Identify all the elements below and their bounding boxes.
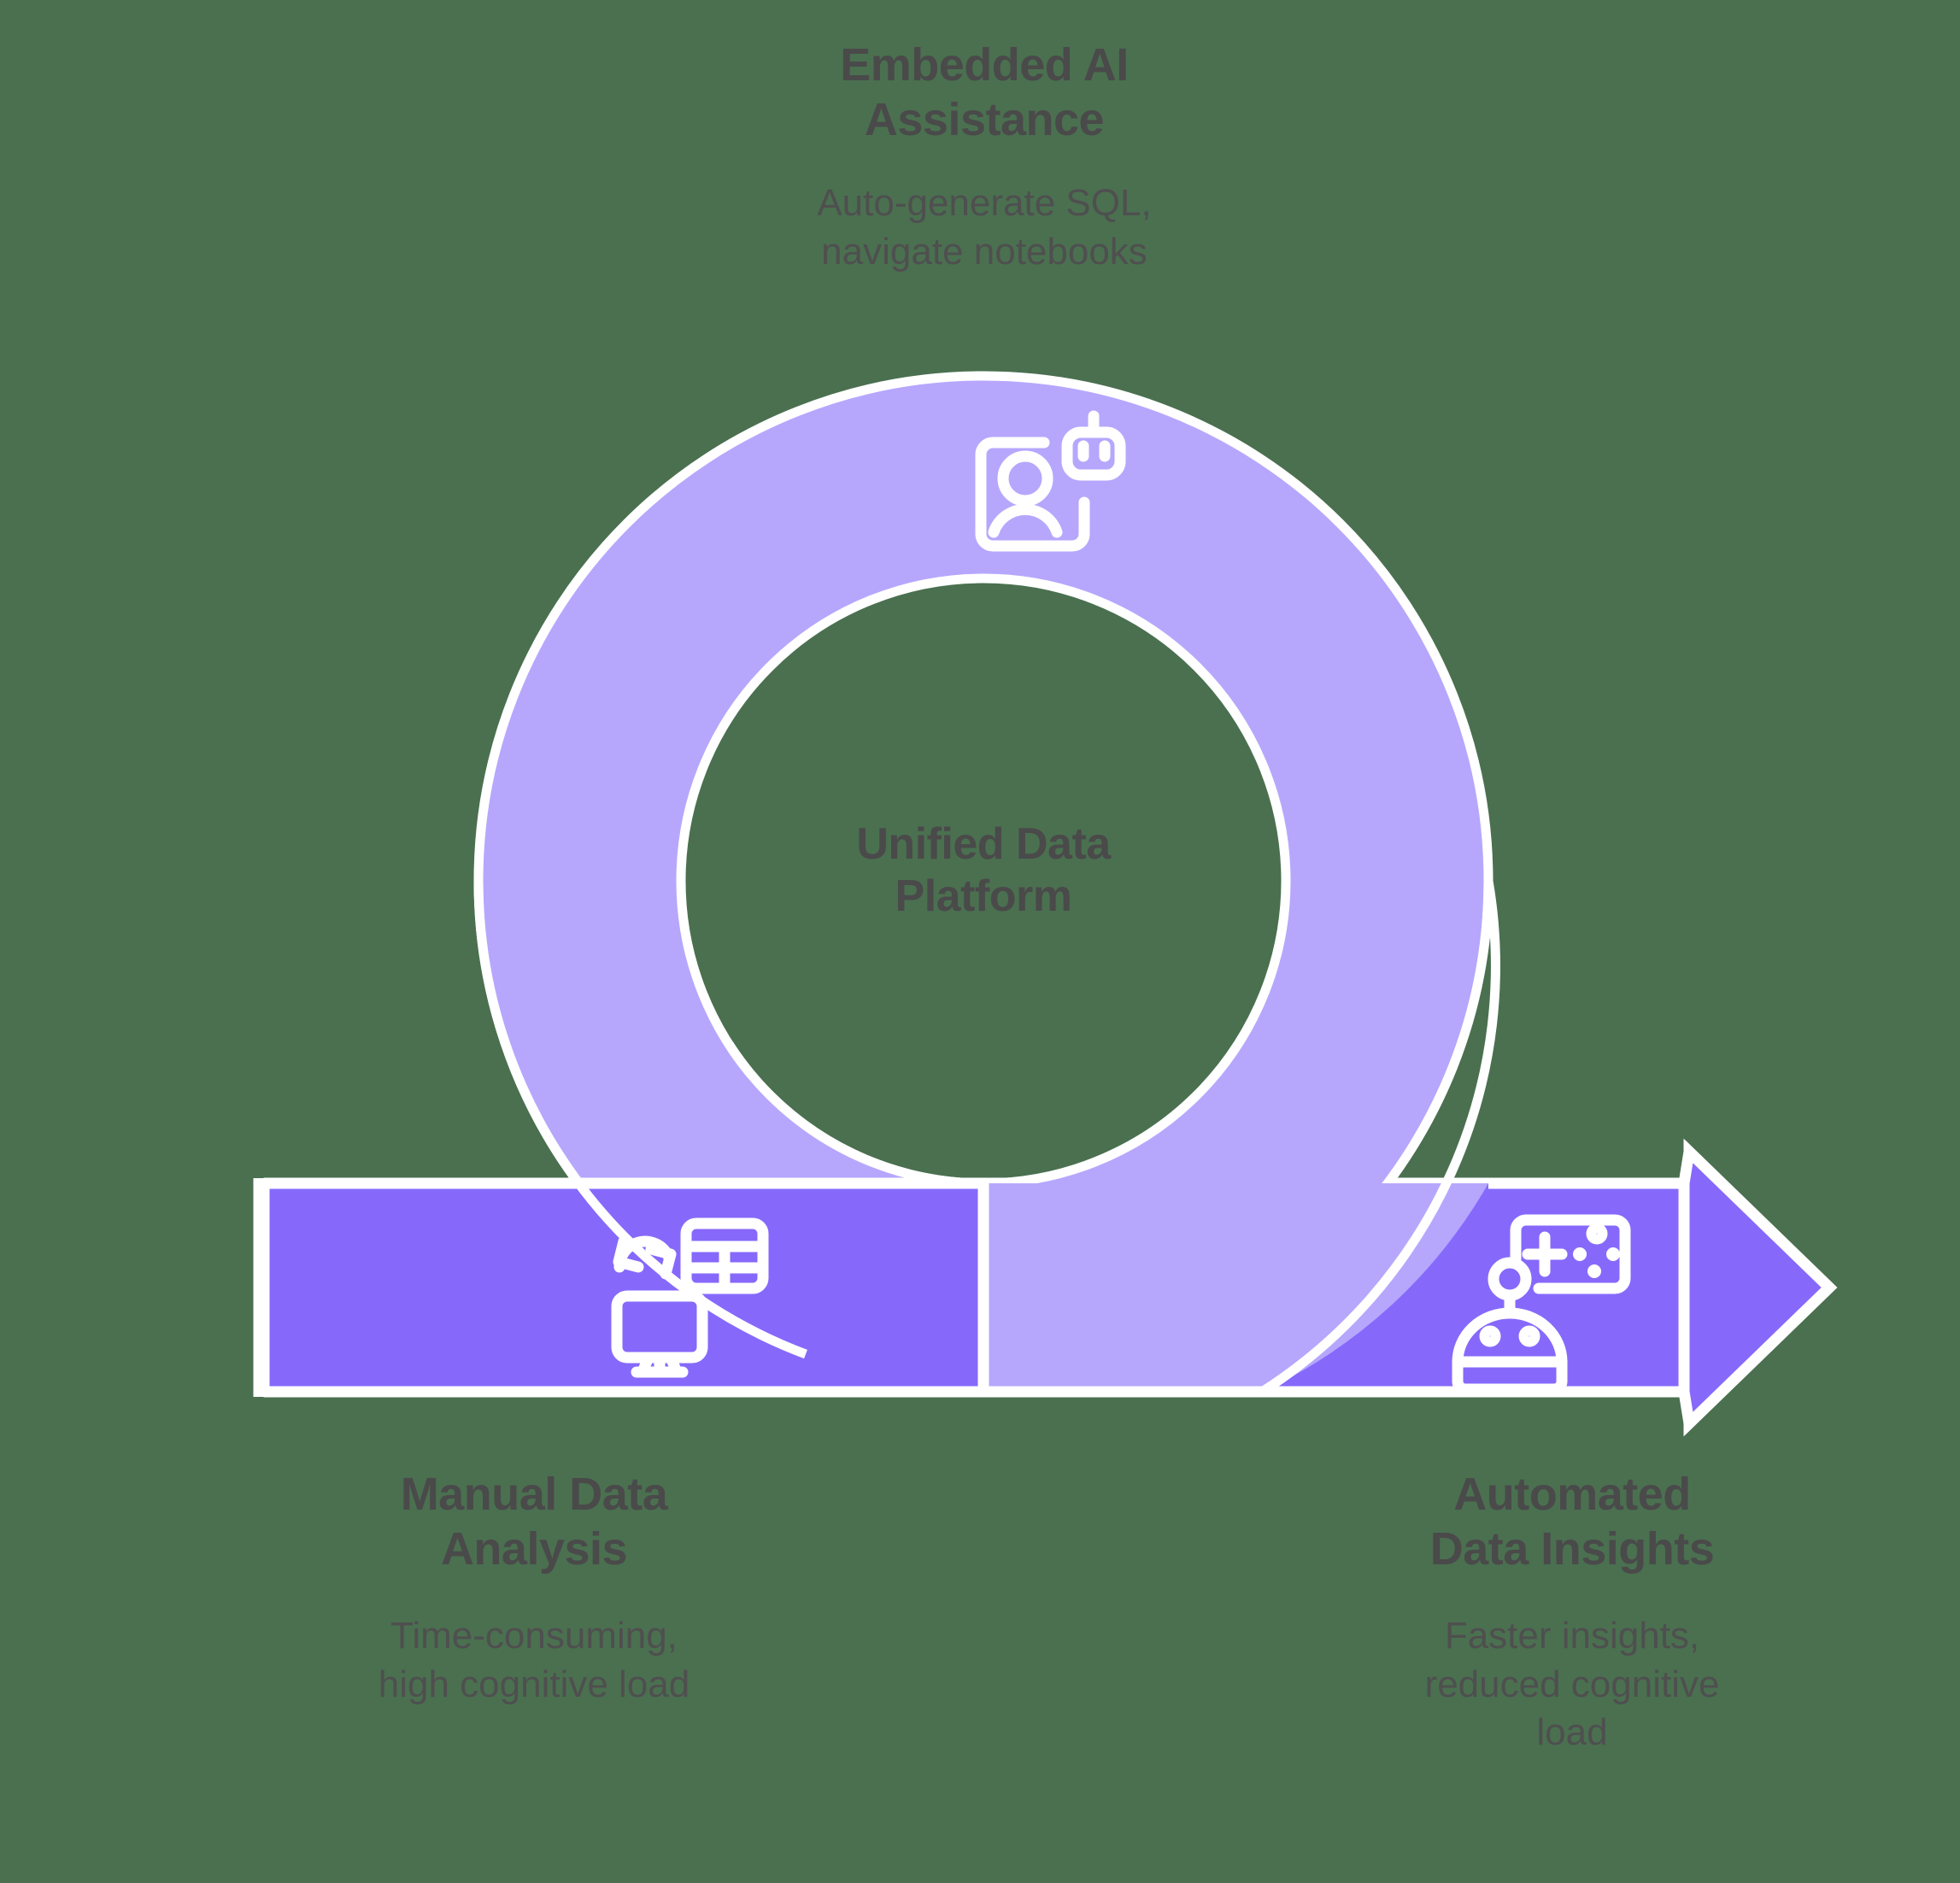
arrow-left-segment (274, 1188, 978, 1387)
top-node-title: Embedded AI Assistance (840, 39, 1129, 145)
top-node-subtitle: Auto-generate SQL, navigate notebooks (817, 182, 1152, 273)
left-node-subtitle: Time-consuming, high cognitive load (378, 1615, 690, 1705)
outline-touchups (253, 880, 1689, 1398)
center-node-label: Unified Data Platform (770, 818, 1197, 924)
ring-band-over-bar (983, 1183, 1488, 1392)
right-node-title: Automated Data Insights (1429, 1469, 1715, 1575)
right-node-label: Automated Data Insights Faster insights,… (1354, 1468, 1790, 1757)
center-node-title: Unified Data Platform (856, 819, 1111, 922)
person-frame-robot-icon (975, 410, 1126, 552)
top-node-label: Embedded AI Assistance Auto-generate SQL… (766, 38, 1202, 276)
left-node-label: Manual Data Analysis Time-consuming, hig… (290, 1468, 778, 1709)
left-node-title: Manual Data Analysis (400, 1469, 668, 1575)
monitor-table-sync-icon (611, 1217, 769, 1378)
right-node-subtitle: Faster insights, reduced cognitive load (1424, 1615, 1720, 1754)
ring-outer-arc-over-bar (1259, 880, 1500, 1396)
ring-outer-arc-lower-left (473, 880, 807, 1359)
arrow-head (1678, 1140, 1838, 1435)
robot-insights-panel-icon (1452, 1214, 1631, 1395)
